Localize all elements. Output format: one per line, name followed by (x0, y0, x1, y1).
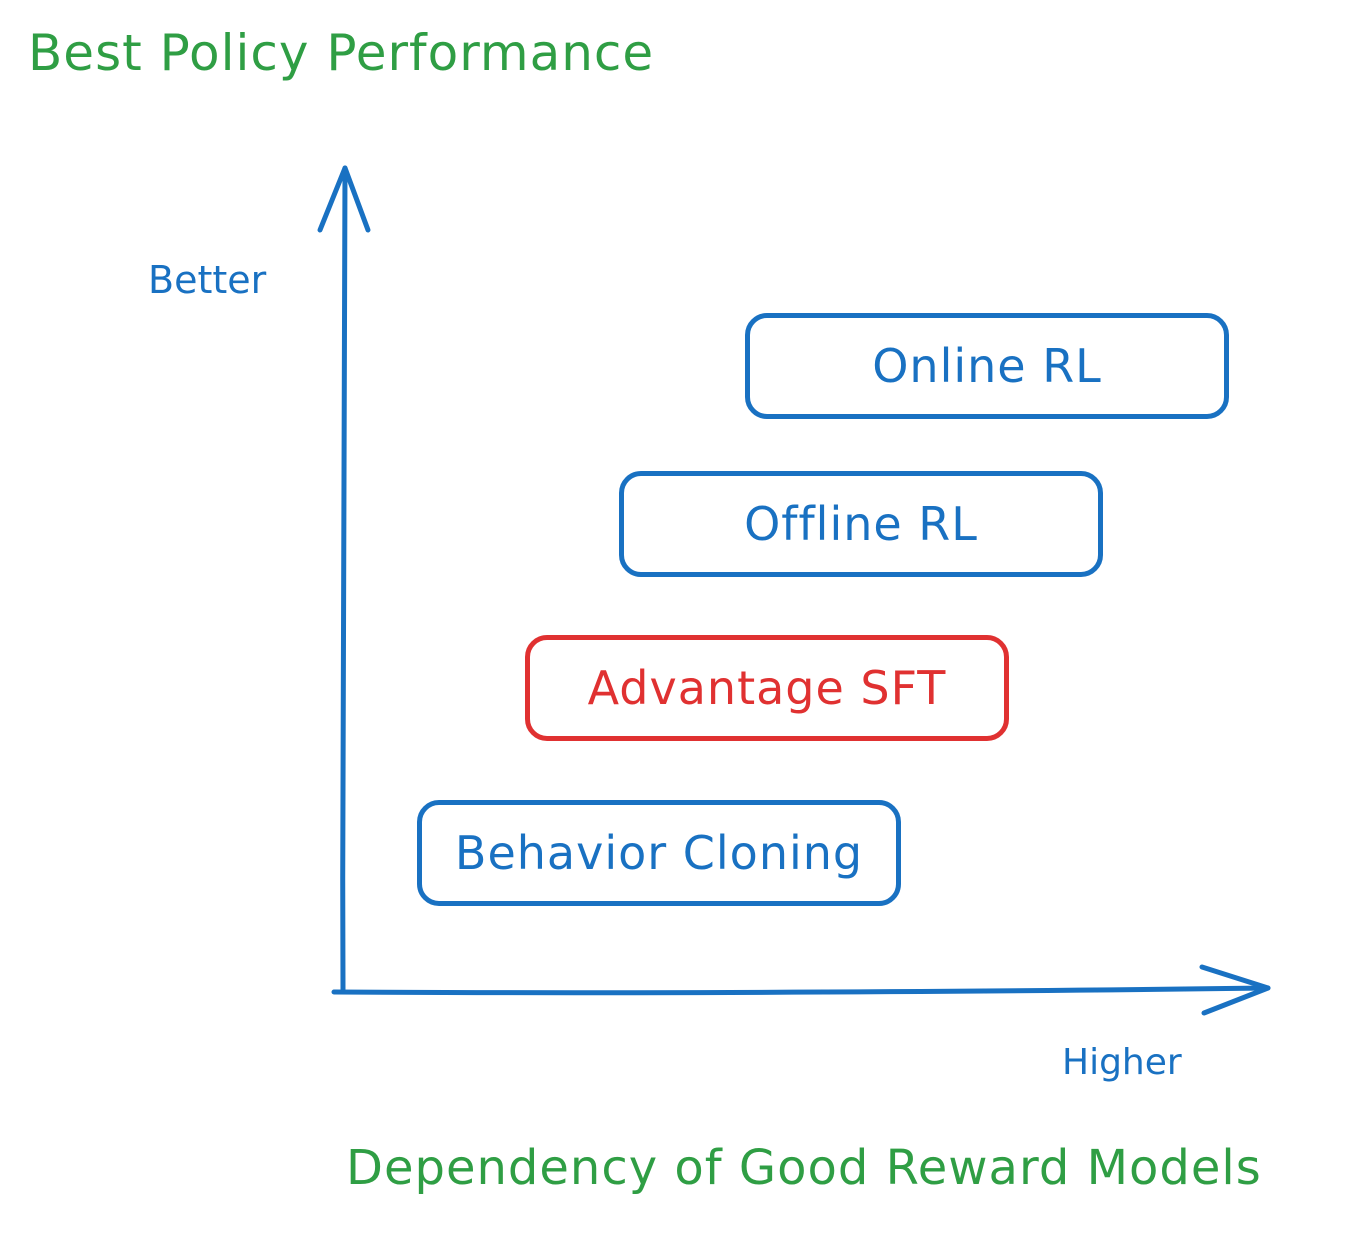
y-axis-title: Best Policy Performance (28, 24, 655, 82)
x-axis-end-label: Higher (1062, 1042, 1182, 1083)
method-box-offline-rl: Offline RL (619, 471, 1103, 577)
y-axis-arrowhead (317, 165, 371, 233)
method-label: Behavior Cloning (454, 826, 864, 880)
y-axis-line (340, 165, 348, 993)
method-box-behavior-cloning: Behavior Cloning (417, 800, 901, 906)
method-label: Advantage SFT (587, 661, 947, 715)
method-label: Online RL (872, 339, 1102, 393)
x-axis-arrowhead (1199, 964, 1271, 1016)
x-axis-line (331, 985, 1271, 996)
method-box-advantage-sft: Advantage SFT (525, 635, 1009, 741)
y-axis-end-label: Better (148, 258, 267, 302)
method-label: Offline RL (744, 497, 978, 551)
method-box-online-rl: Online RL (745, 313, 1229, 419)
x-axis-title: Dependency of Good Reward Models (346, 1140, 1262, 1196)
